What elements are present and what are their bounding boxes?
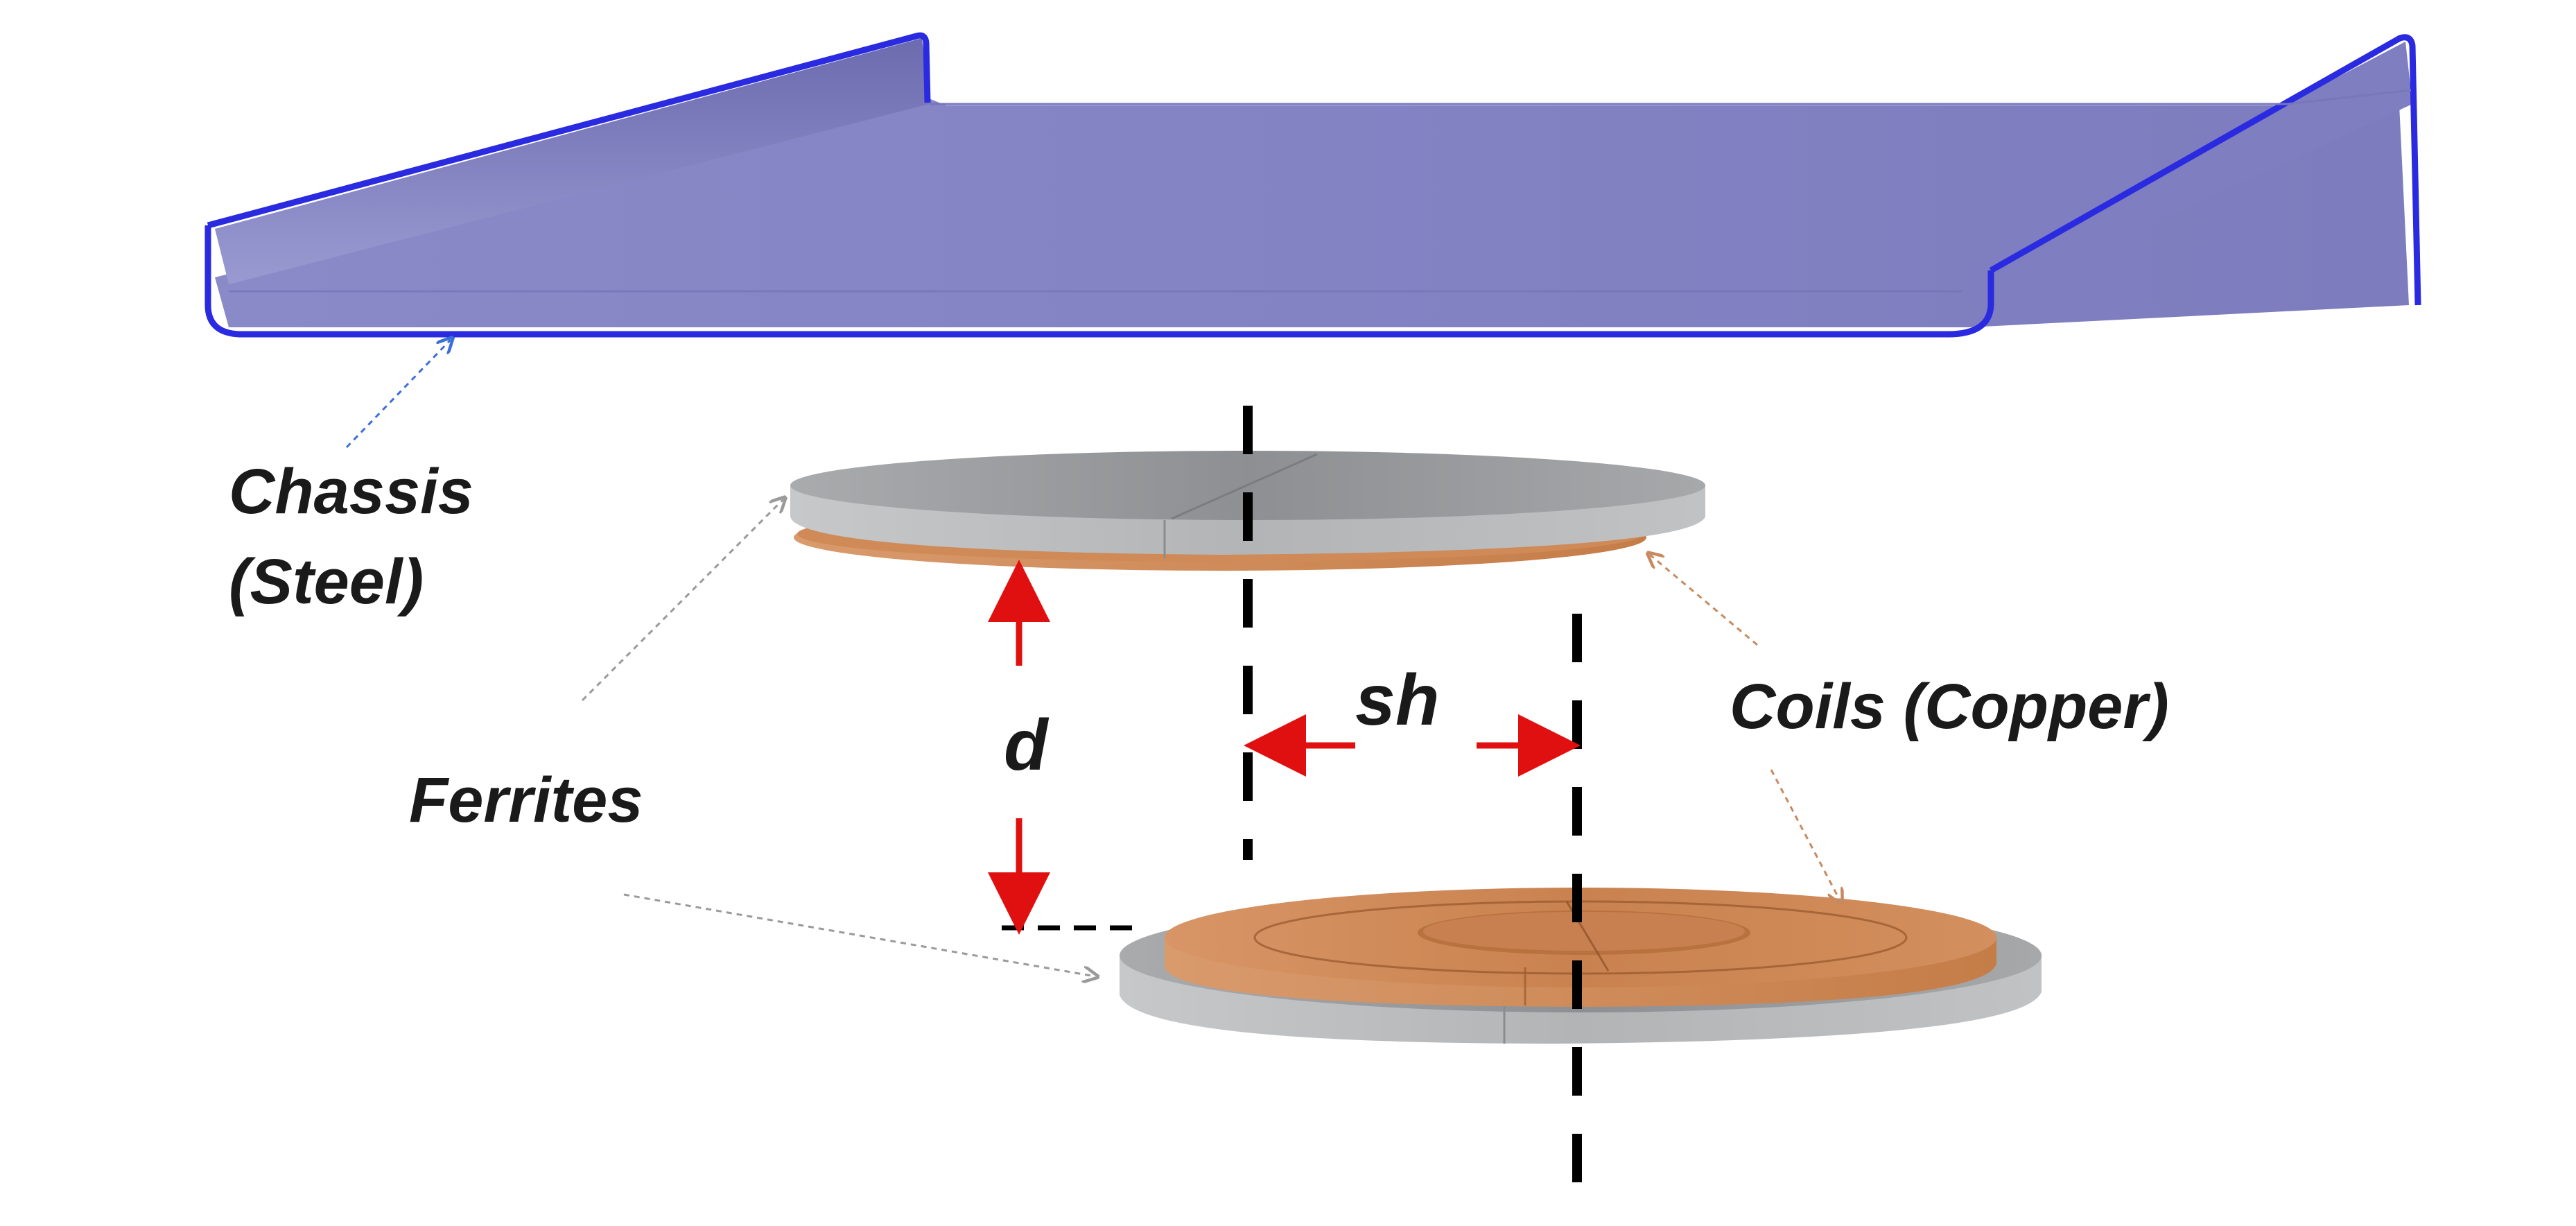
ferrite-pointer-upper	[581, 499, 783, 702]
chassis-front-lip	[204, 225, 1994, 338]
distance-label: d	[1004, 705, 1050, 786]
chassis-pointer	[345, 340, 451, 449]
chassis-right-wall	[1962, 42, 2412, 305]
coils-label: Coils (Copper)	[1730, 671, 2169, 742]
chassis-steel-plate	[204, 32, 2421, 338]
ferrites-label: Ferrites	[409, 765, 643, 836]
ferrite-pointer-lower	[623, 893, 1095, 976]
chassis-left-edge	[207, 32, 931, 229]
chassis-material-label: (Steel)	[229, 546, 424, 617]
chassis-label: Chassis	[229, 456, 473, 527]
chassis-back-edge	[929, 89, 2412, 105]
coil-pointer-lower	[1770, 769, 1840, 901]
chassis-top-surface	[215, 90, 2409, 327]
shift-label: sh	[1355, 660, 1439, 741]
coil-pointer-upper	[1650, 555, 1758, 646]
chassis-right-edge	[1989, 34, 2421, 306]
chassis-left-wall	[215, 38, 929, 284]
